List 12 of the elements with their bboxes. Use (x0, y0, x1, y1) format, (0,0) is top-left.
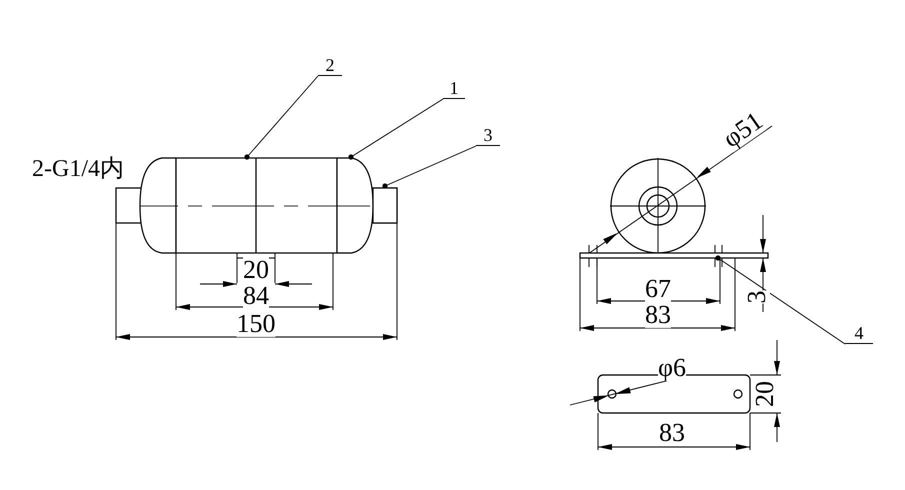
leader-line (382, 146, 476, 189)
callout-number: 4 (845, 323, 873, 344)
end-cap (336, 157, 374, 254)
callout-number: 1 (443, 78, 465, 99)
base-plate (579, 252, 769, 259)
callout-number: 3 (476, 125, 500, 146)
dimension-text: 2-G1/4内 (32, 157, 124, 181)
callout-number: 2 (318, 55, 342, 76)
leader-line (244, 76, 318, 160)
leader-line (715, 255, 846, 344)
pipe-nipple (372, 187, 398, 224)
leader-line (348, 98, 444, 160)
